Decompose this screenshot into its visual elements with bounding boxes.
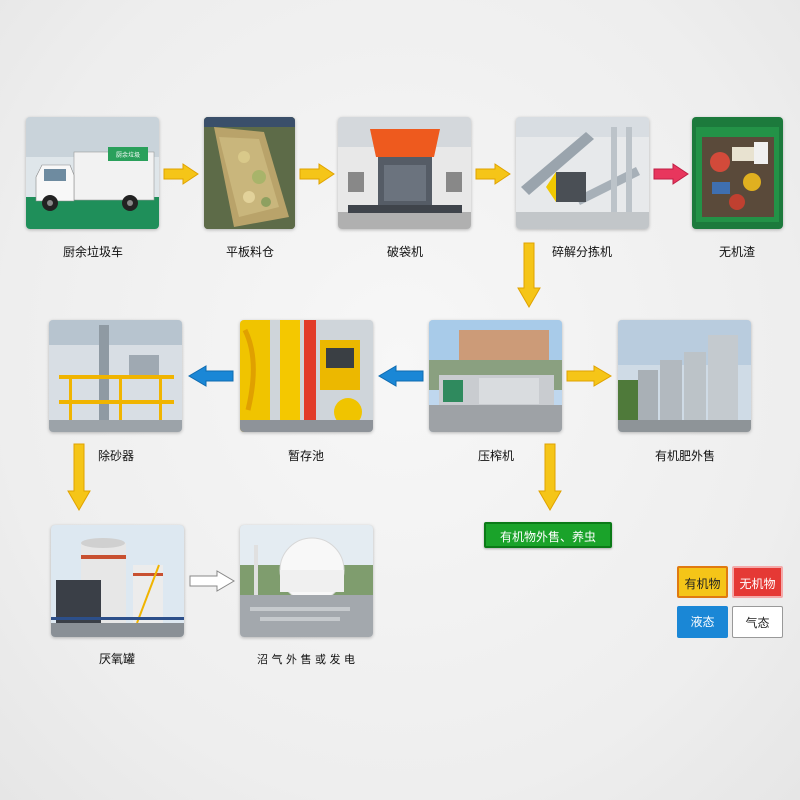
output-box: 有机物外售、养虫 xyxy=(484,522,612,548)
bag-breaker-photo xyxy=(338,117,471,229)
legend-gas: 气态 xyxy=(732,606,783,638)
inorganic-label: 无机渣 xyxy=(718,245,756,259)
arrow-sorter-to-press xyxy=(517,242,541,308)
arrow-sorter-to-inorganic xyxy=(653,163,689,185)
digester-label: 厌氧罐 xyxy=(98,652,136,666)
desander-label: 除砂器 xyxy=(97,449,135,463)
biogas-label: 沼 气 外 售 或 发 电 xyxy=(257,653,355,666)
arrow-press-to-fertilizer xyxy=(566,365,612,387)
storage-tank-photo xyxy=(240,320,373,432)
tank-label: 暂存池 xyxy=(287,449,325,463)
desander-photo xyxy=(49,320,182,432)
biogas-holder-photo xyxy=(240,525,373,637)
truck-sign-text: 厨余垃圾 xyxy=(116,151,140,159)
arrow-truck-to-bin xyxy=(163,163,199,185)
arrow-press-to-output xyxy=(538,443,562,511)
arrow-bagbreaker-to-sorter xyxy=(475,163,511,185)
sorter-photo xyxy=(516,117,649,229)
digester-photo xyxy=(51,525,184,637)
fertilizer-photo xyxy=(618,320,751,432)
arrow-bin-to-bagbreaker xyxy=(299,163,335,185)
flat-bin-photo xyxy=(204,117,295,229)
garbage-truck-photo: 厨余垃圾 xyxy=(26,117,159,229)
press-photo xyxy=(429,320,562,432)
bin-label: 平板料仓 xyxy=(225,245,275,259)
truck-label: 厨余垃圾车 xyxy=(62,245,124,259)
legend-inorganic: 无机物 xyxy=(732,566,783,598)
arrow-press-to-tank xyxy=(378,365,424,387)
arrow-digester-to-biogas xyxy=(189,570,235,592)
inorganic-residue-photo xyxy=(692,117,783,229)
arrow-tank-to-desander xyxy=(188,365,234,387)
sorter-label: 碎解分拣机 xyxy=(551,245,613,259)
legend-organic: 有机物 xyxy=(677,566,728,598)
fertilizer-label: 有机肥外售 xyxy=(654,449,716,463)
legend-liquid: 液态 xyxy=(677,606,728,638)
bag-breaker-label: 破袋机 xyxy=(386,245,424,259)
press-label: 压榨机 xyxy=(477,449,515,463)
arrow-desander-to-digester xyxy=(67,443,91,511)
